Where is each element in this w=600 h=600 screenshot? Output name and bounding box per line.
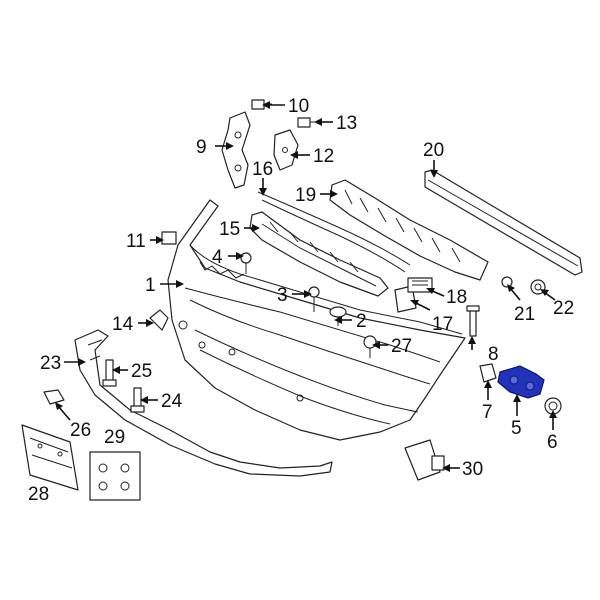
lower-spoiler — [74, 329, 333, 477]
callout-9: 9 — [196, 137, 207, 158]
callout-20: 20 — [423, 140, 444, 161]
callout-11: 11 — [126, 231, 146, 252]
callout-labels: 1 2 3 4 5 6 7 8 9 10 11 12 13 14 15 16 1… — [28, 96, 574, 505]
bracket-17-18 — [394, 277, 433, 313]
callout-leaders — [55, 101, 557, 472]
callout-21: 21 — [514, 304, 535, 325]
callout-23: 23 — [40, 353, 61, 374]
sensor-bracket-highlighted — [497, 365, 545, 399]
callout-15: 15 — [219, 219, 240, 240]
grille — [249, 211, 389, 297]
callout-17: 17 — [432, 314, 453, 335]
callout-19: 19 — [295, 185, 316, 206]
bumper-cover — [167, 199, 466, 441]
callout-29: 29 — [104, 427, 125, 448]
callout-28: 28 — [28, 484, 49, 505]
callout-8: 8 — [488, 344, 499, 365]
callout-13: 13 — [336, 113, 357, 134]
callout-3: 3 — [277, 285, 288, 306]
callout-26: 26 — [70, 420, 91, 441]
callout-22: 22 — [553, 298, 574, 319]
callout-12: 12 — [313, 146, 334, 167]
callout-1: 1 — [145, 275, 156, 296]
callout-4: 4 — [212, 247, 223, 268]
module-30 — [404, 439, 445, 481]
left-bracket — [221, 111, 251, 189]
upper-strip — [257, 191, 411, 273]
callout-7: 7 — [482, 402, 493, 423]
callout-10: 10 — [288, 96, 309, 117]
license-bracket — [21, 424, 79, 491]
callout-27: 27 — [391, 336, 412, 357]
callout-24: 24 — [161, 391, 183, 412]
fasteners — [43, 99, 562, 415]
energy-absorber — [329, 179, 489, 281]
screw-kit — [89, 451, 141, 501]
callout-6: 6 — [547, 432, 558, 453]
callout-30: 30 — [462, 459, 483, 480]
callout-5: 5 — [511, 418, 522, 439]
callout-25: 25 — [131, 361, 152, 382]
right-bracket — [273, 129, 299, 171]
callout-2: 2 — [356, 311, 367, 332]
callout-16: 16 — [252, 159, 273, 180]
callout-18: 18 — [446, 287, 467, 308]
callout-14: 14 — [112, 314, 134, 335]
